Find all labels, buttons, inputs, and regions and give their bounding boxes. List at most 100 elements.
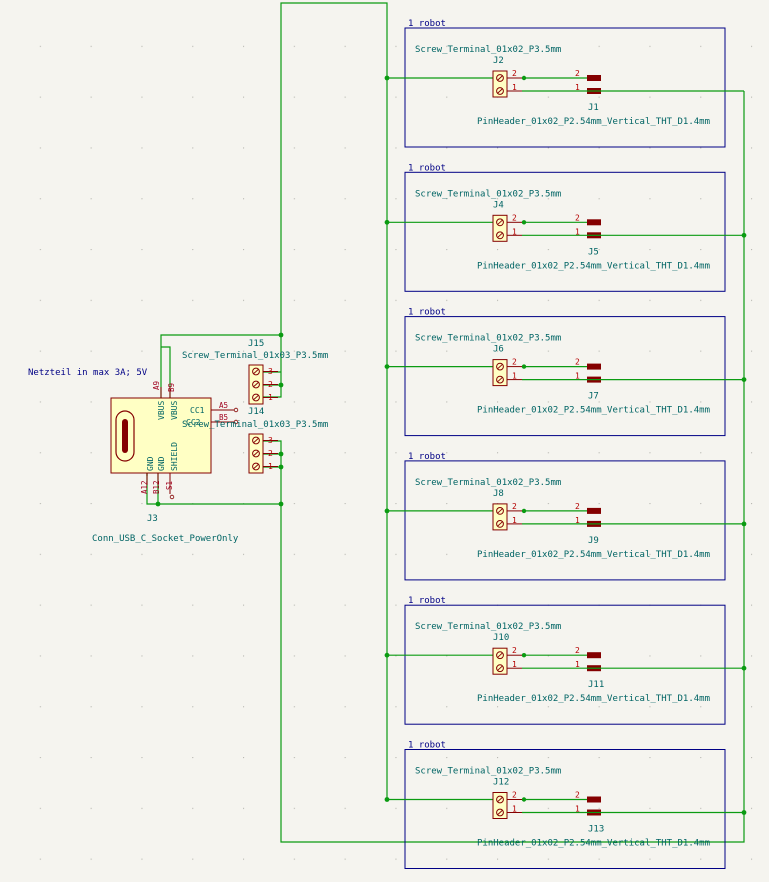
pin-header[interactable]: 21J13PinHeader_01x02_P2.54mm_Vertical_TH… <box>477 791 710 849</box>
j15-ref: J15 <box>248 339 264 349</box>
junction-dot <box>741 810 747 815</box>
screw-icon <box>496 218 504 227</box>
pin-number: 2 <box>512 791 517 800</box>
pin-number: 1 <box>575 516 580 525</box>
terminal-ref: J2 <box>493 56 504 66</box>
screw-icon <box>496 231 504 240</box>
screw-icon <box>252 367 260 376</box>
pin-number: 2 <box>512 213 517 222</box>
header-pin-icon <box>587 652 601 659</box>
pin-number: 1 <box>575 660 580 669</box>
pin-header[interactable]: 21J9PinHeader_01x02_P2.54mm_Vertical_THT… <box>477 502 710 560</box>
junction-dot <box>521 508 527 514</box>
screw-icon <box>496 74 504 82</box>
pin-number: 2 <box>575 646 580 655</box>
pin-header[interactable]: 21J1PinHeader_01x02_P2.54mm_Vertical_THT… <box>477 69 710 127</box>
usb-c-tongue-icon <box>122 419 128 453</box>
screw-terminal-2pin[interactable]: 21 <box>492 358 522 387</box>
usb-ref: J3 <box>147 514 158 524</box>
screw-icon <box>252 393 260 402</box>
screw-terminal-2pin[interactable]: 21 <box>492 502 522 531</box>
terminal-ref: J4 <box>493 200 504 210</box>
junction-dot <box>741 232 747 238</box>
robot-sheet[interactable]: 1 robotScrew_Terminal_01x02_P3.5mmJ62121… <box>384 308 747 437</box>
pin-num-a9: A9 <box>152 381 161 390</box>
usb-c-connector[interactable]: VBUS VBUS CC1 CC2 GND GND SHIELD A9 B9 A… <box>92 381 239 544</box>
screw-icon <box>496 651 504 660</box>
pin-number: 1 <box>512 660 517 669</box>
pin-number: 1 <box>575 372 580 381</box>
pin-num-b5: B5 <box>219 413 228 422</box>
robot-sheet[interactable]: 1 robotScrew_Terminal_01x02_P3.5mmJ10212… <box>384 596 747 725</box>
usb-c-port-icon <box>115 410 135 462</box>
robot-sheet[interactable]: 1 robotScrew_Terminal_01x02_P3.5mmJ22121… <box>384 19 744 148</box>
pin-header[interactable]: 21J7PinHeader_01x02_P2.54mm_Vertical_THT… <box>477 358 710 416</box>
sheet-title: 1 robot <box>408 741 446 751</box>
screw-icon <box>496 808 504 817</box>
pin-number: 2 <box>512 69 517 78</box>
j15-value: Screw_Terminal_01x03_P3.5mm <box>182 351 328 361</box>
junction-dot <box>384 508 390 514</box>
screw-terminal-2pin[interactable]: 21 <box>492 646 522 675</box>
robot-sheet[interactable]: 1 robotScrew_Terminal_01x02_P3.5mmJ12212… <box>384 741 747 869</box>
robot-sheet[interactable]: 1 robotScrew_Terminal_01x02_P3.5mmJ42121… <box>384 163 747 292</box>
screw-icon <box>496 795 504 804</box>
header-pin-icon <box>587 796 601 803</box>
sheet-wires <box>387 798 744 814</box>
header-ref: J7 <box>588 392 599 402</box>
screw-terminal-3pin[interactable] <box>248 433 278 474</box>
sheet-wires <box>387 654 744 669</box>
pin-number: 1 <box>575 83 580 92</box>
pin-name-vbus-1: VBUS <box>157 401 166 420</box>
junction-dot <box>741 521 747 527</box>
screw-icon <box>496 87 504 95</box>
header-value: PinHeader_01x02_P2.54mm_Vertical_THT_D1.… <box>477 117 710 127</box>
pin-header[interactable]: 21J11PinHeader_01x02_P2.54mm_Vertical_TH… <box>477 646 710 704</box>
junction-dot <box>521 653 527 658</box>
screw-icon <box>496 664 504 673</box>
header-ref: J11 <box>588 680 604 690</box>
pin-number: 1 <box>512 83 517 92</box>
junction-dot <box>521 797 527 802</box>
screw-terminal-2pin[interactable]: 21 <box>492 213 522 242</box>
j14-value: Screw_Terminal_01x03_P3.5mm <box>182 420 328 430</box>
header-pin-icon <box>587 75 601 81</box>
pin-number: 2 <box>512 502 517 511</box>
header-pin-icon <box>587 219 601 226</box>
pin-header[interactable]: 21J5PinHeader_01x02_P2.54mm_Vertical_THT… <box>477 213 710 271</box>
header-value: PinHeader_01x02_P2.54mm_Vertical_THT_D1.… <box>477 550 710 560</box>
junction-dot <box>741 665 747 671</box>
junction-dot <box>521 75 527 81</box>
screw-icon <box>252 449 260 458</box>
terminal-value: Screw_Terminal_01x02_P3.5mm <box>415 767 561 777</box>
header-value: PinHeader_01x02_P2.54mm_Vertical_THT_D1.… <box>477 406 710 416</box>
pin-name-cc2: CC2 <box>186 418 201 427</box>
junction-dot <box>521 220 527 225</box>
junction-dot <box>741 377 747 382</box>
header-ref: J1 <box>588 103 599 113</box>
pin-number: 1 <box>512 805 517 814</box>
pin-number: 1 <box>575 805 580 814</box>
pin-number: 2 <box>512 358 517 367</box>
pin-number: 2 <box>268 449 273 458</box>
screw-terminal-2pin[interactable]: 21 <box>492 791 522 819</box>
pin-num-b9: B9 <box>167 383 176 392</box>
terminal-value: Screw_Terminal_01x02_P3.5mm <box>415 189 561 199</box>
pin-number: 1 <box>268 462 273 471</box>
robot-sheet[interactable]: 1 robotScrew_Terminal_01x02_P3.5mmJ82121… <box>384 452 747 581</box>
main-junctions <box>155 332 284 507</box>
junction-dot <box>384 219 390 225</box>
pin-name-shield: SHIELD <box>170 442 179 471</box>
junction-dot <box>384 797 390 802</box>
screw-icon <box>496 507 504 515</box>
screw-terminal-2pin[interactable]: 21 <box>492 69 522 98</box>
distribution-terminals[interactable]: J15 Screw_Terminal_01x03_P3.5mm J14 Scre… <box>182 339 328 474</box>
header-pin-icon <box>587 507 601 514</box>
pin-num-a5: A5 <box>219 401 228 410</box>
header-ref: J5 <box>588 247 599 257</box>
sheet-wires <box>387 510 744 525</box>
pin-number: 2 <box>512 646 517 655</box>
screw-terminal-3pin[interactable] <box>248 364 278 405</box>
header-ref: J13 <box>588 825 604 835</box>
